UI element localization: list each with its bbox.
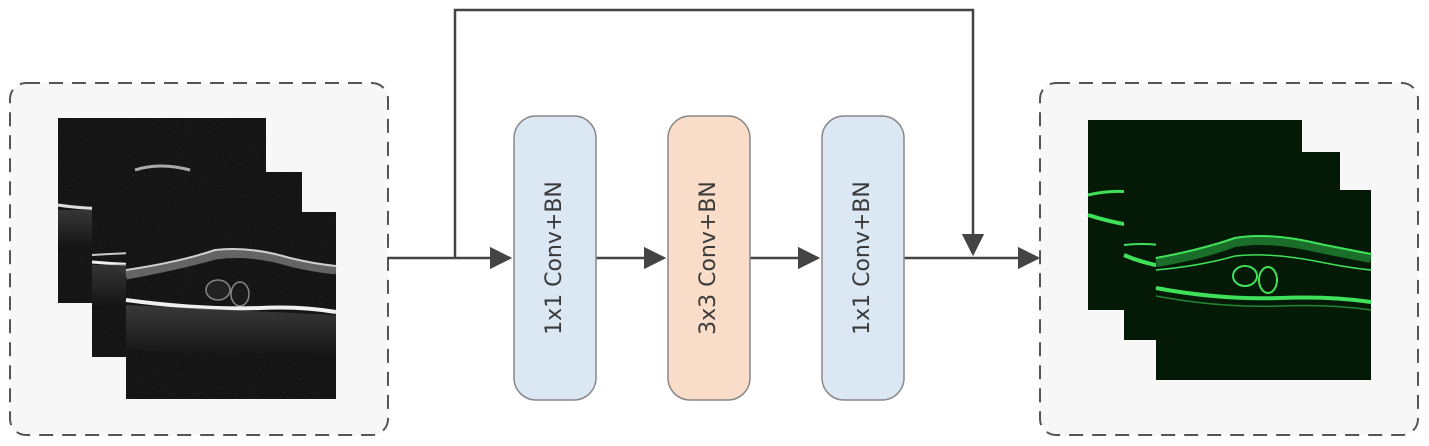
conv-block-1: 1x1 Conv+BN: [513, 115, 597, 401]
oct-image-front: [125, 212, 337, 399]
skip-connection: [453, 8, 985, 258]
input-panel: [9, 82, 389, 436]
conv-block-1-label: 1x1 Conv+BN: [542, 181, 567, 335]
output-panel: [1039, 82, 1419, 436]
conv-block-2-label: 3x3 Conv+BN: [696, 181, 721, 335]
conv-block-3: 1x1 Conv+BN: [821, 115, 905, 401]
segmentation-image-front: [1155, 190, 1372, 380]
conv-block-2: 3x3 Conv+BN: [667, 115, 751, 401]
connections: [388, 8, 1041, 270]
conv-block-3-label: 1x1 Conv+BN: [850, 181, 875, 335]
